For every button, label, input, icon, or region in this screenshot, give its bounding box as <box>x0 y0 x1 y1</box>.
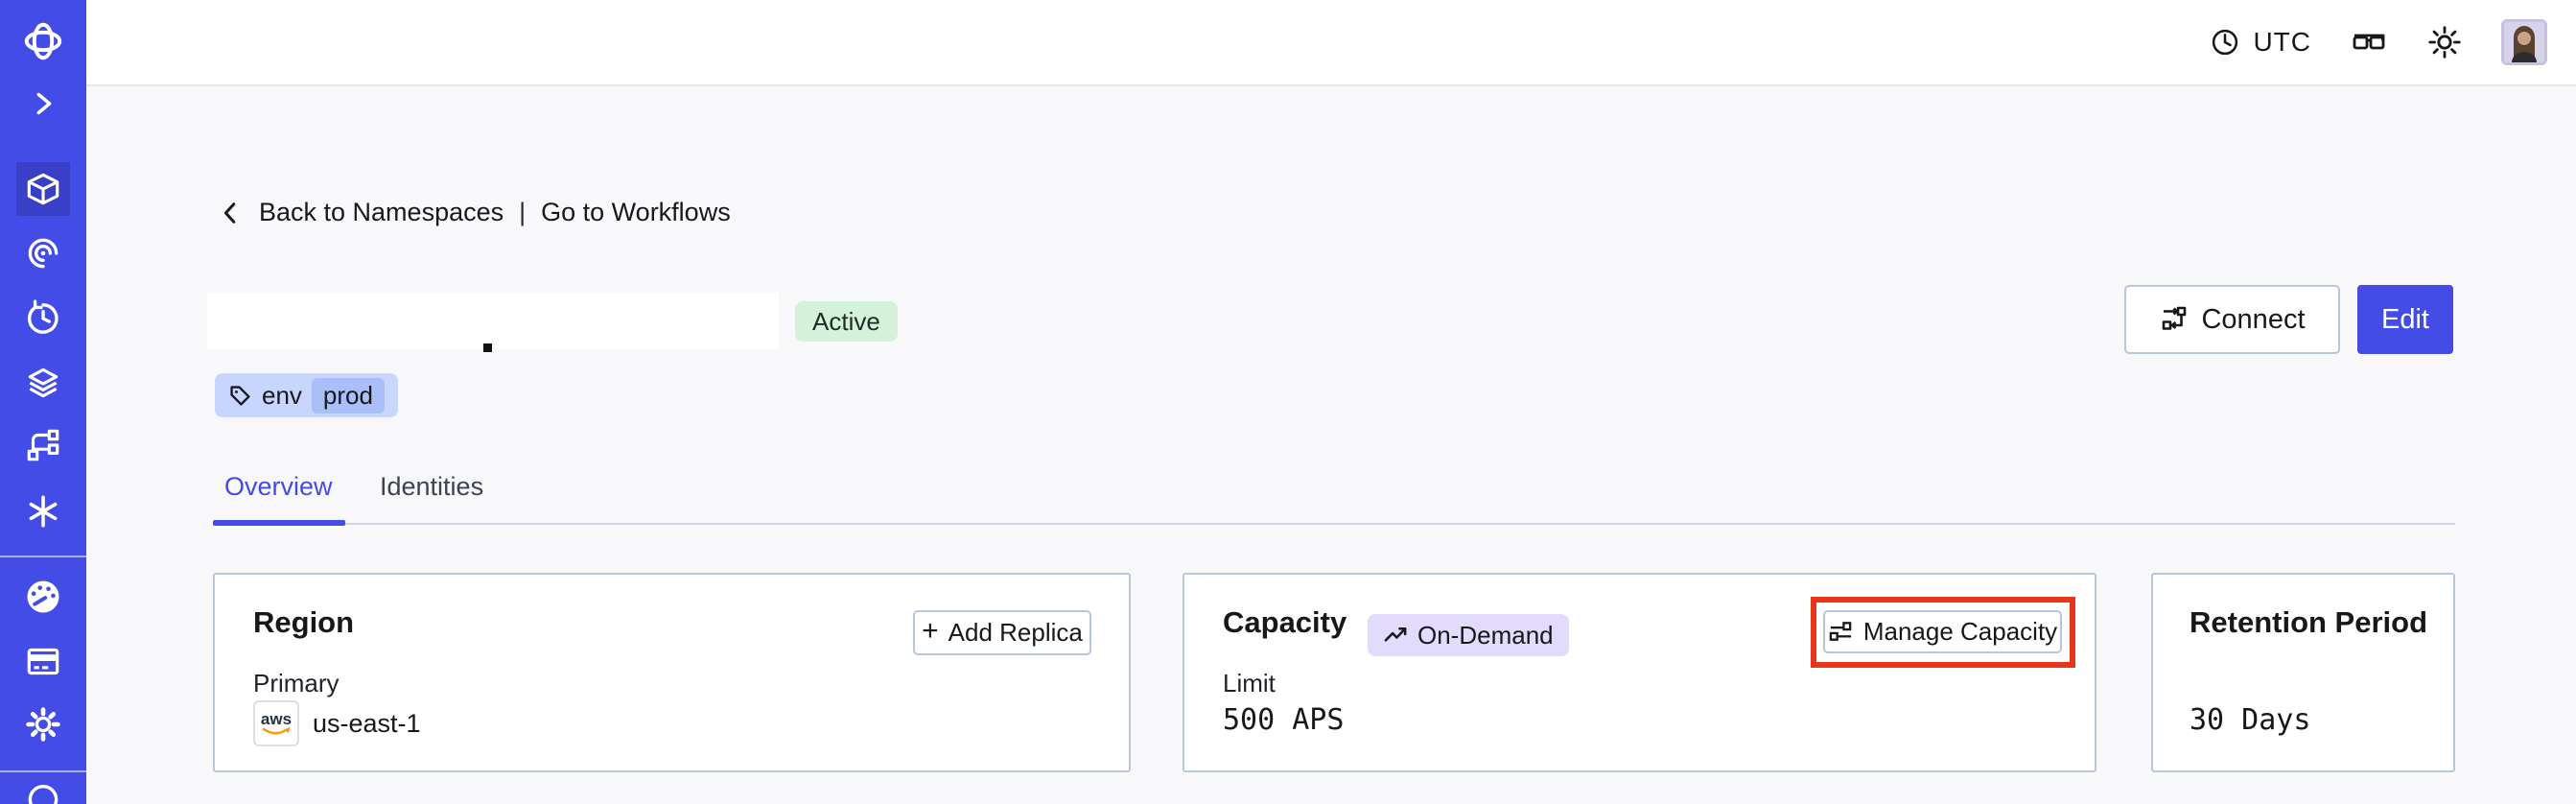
plus-icon: + <box>922 615 939 647</box>
connect-button-label: Connect <box>2201 303 2306 335</box>
retention-value: 30 Days <box>2190 703 2311 737</box>
trending-up-icon <box>1384 627 1407 642</box>
tab-overview[interactable]: Overview <box>224 472 333 501</box>
tag-key-label: env <box>262 380 302 410</box>
status-badge-label: Active <box>812 306 880 336</box>
sun-icon[interactable] <box>2426 24 2463 60</box>
capacity-value: 500 APS <box>1223 703 1345 737</box>
retention-card: Retention Period 30 Days <box>2151 573 2455 772</box>
back-to-namespaces-link[interactable]: Back to Namespaces <box>259 198 504 226</box>
limit-label: Limit <box>1223 669 1276 698</box>
sidebar <box>0 0 86 804</box>
add-replica-label: Add Replica <box>948 618 1083 647</box>
timezone-label: UTC <box>2253 27 2311 57</box>
region-card-title: Region <box>253 605 355 639</box>
breadcrumb: Back to Namespaces | Go to Workflows <box>219 198 731 227</box>
sidebar-divider <box>0 556 86 557</box>
clock-icon <box>2213 29 2238 56</box>
tag-icon <box>230 385 250 406</box>
retention-card-title: Retention Period <box>2190 605 2428 639</box>
breadcrumb-separator: | <box>519 198 527 226</box>
status-badge: Active <box>795 301 898 342</box>
on-demand-label: On-Demand <box>1417 620 1554 650</box>
workflow-branch-icon[interactable] <box>0 418 86 472</box>
timezone-selector[interactable]: UTC <box>2209 26 2311 59</box>
tag-value-chip: prod <box>311 377 385 414</box>
user-avatar[interactable] <box>2501 19 2547 65</box>
go-to-workflows-link[interactable]: Go to Workflows <box>541 198 731 226</box>
capacity-card: Capacity On-Demand Manage Capacity Limit… <box>1183 573 2096 772</box>
temporal-logo-icon[interactable] <box>0 14 86 68</box>
aws-logo-icon: aws <box>253 700 299 746</box>
nexus-icon[interactable] <box>0 226 86 280</box>
sliders-icon <box>1829 622 1852 641</box>
connect-button[interactable]: Connect <box>2124 285 2340 354</box>
add-replica-button[interactable]: + Add Replica <box>913 610 1091 655</box>
namespaces-icon[interactable] <box>16 162 70 216</box>
tab-bar-divider <box>213 523 2455 525</box>
manage-capacity-button[interactable]: Manage Capacity <box>1823 610 2062 653</box>
namespace-title-redacted <box>207 293 779 349</box>
region-card: Region + Add Replica Primary aws us-east… <box>213 573 1131 772</box>
primary-label: Primary <box>253 669 340 698</box>
top-bar: UTC <box>86 0 2576 86</box>
aws-word: aws <box>260 709 293 728</box>
active-tab-underline <box>213 520 345 526</box>
namespace-tag[interactable]: env prod <box>215 373 398 417</box>
chevron-left-icon[interactable] <box>219 201 244 225</box>
settings-gear-icon[interactable] <box>0 698 86 751</box>
capacity-card-title: Capacity <box>1223 605 1347 639</box>
region-value: us-east-1 <box>313 709 421 738</box>
glasses-icon[interactable] <box>2350 23 2388 61</box>
sidebar-divider <box>0 770 86 772</box>
tab-identities[interactable]: Identities <box>380 472 484 501</box>
stack-layers-icon[interactable] <box>0 356 86 410</box>
on-demand-badge: On-Demand <box>1368 614 1569 656</box>
edit-button-label: Edit <box>2381 303 2429 335</box>
usage-gauge-icon[interactable] <box>0 570 86 624</box>
manage-capacity-label: Manage Capacity <box>1862 617 2058 646</box>
connect-flow-icon <box>2163 306 2187 330</box>
billing-card-icon[interactable] <box>0 634 86 688</box>
namespace-title-dot <box>483 343 492 352</box>
expand-chevron-icon[interactable] <box>0 77 86 130</box>
help-circle-icon[interactable] <box>0 783 86 804</box>
schedules-history-icon[interactable] <box>0 292 86 345</box>
asterisk-icon[interactable] <box>0 485 86 538</box>
edit-button[interactable]: Edit <box>2357 285 2453 354</box>
